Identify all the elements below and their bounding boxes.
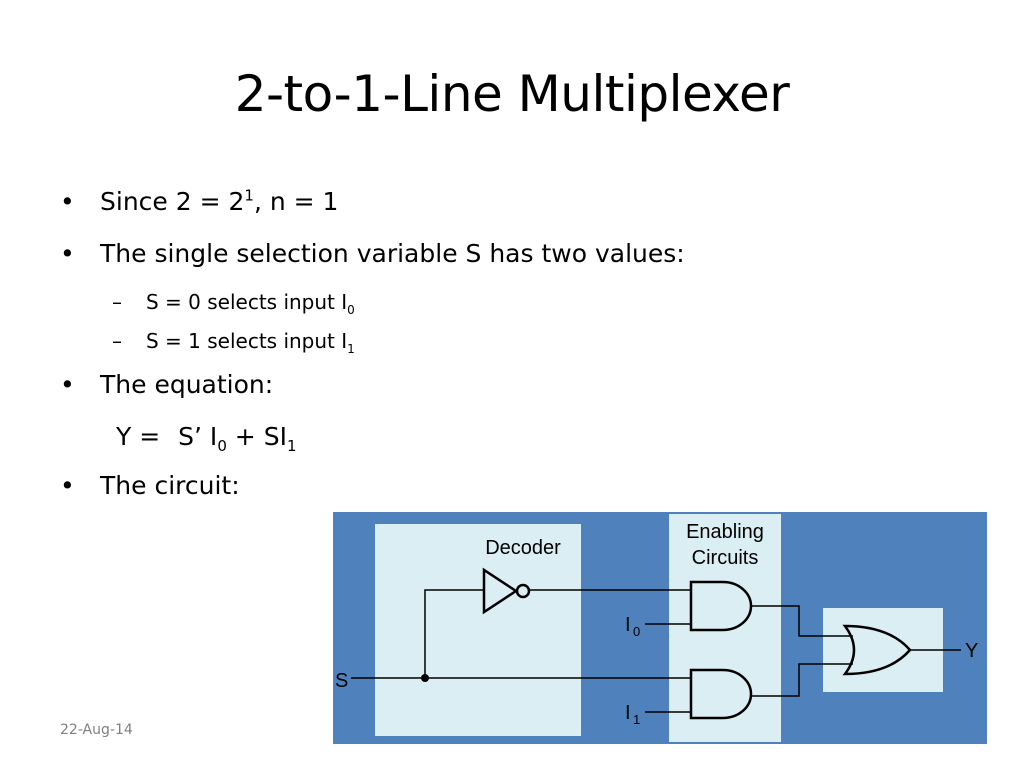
output-y-label: Y — [965, 640, 978, 662]
enabling-circuits-panel — [669, 514, 781, 742]
subscript: 0 — [217, 437, 227, 455]
or-gate — [842, 624, 912, 676]
logic-gates — [482, 567, 912, 720]
input-i0-label: I — [625, 614, 631, 636]
decoder-label: Decoder — [485, 537, 561, 559]
bullet-marker: • — [60, 239, 75, 268]
bullet-marker: • — [60, 471, 75, 500]
bullet-since-tail: , n = 1 — [253, 187, 339, 216]
equation-lhs: Y = — [116, 422, 161, 451]
and-gate-1 — [689, 668, 753, 720]
junction-dot — [421, 674, 429, 682]
sub-bullet-s0-text: S = 0 selects input I — [146, 290, 348, 314]
inverter-bubble — [515, 583, 531, 599]
input-i1-label: I — [625, 702, 631, 724]
bullet-since-text: Since 2 = 2 — [100, 187, 245, 216]
bullet-circuit-text: The circuit: — [100, 471, 240, 500]
enabling-label-line1: Enabling — [686, 521, 764, 543]
circuit-wires — [351, 589, 961, 713]
input-i0-subscript: 0 — [633, 624, 640, 639]
exponent: 1 — [244, 186, 254, 205]
equation-term-1: S’ I — [178, 422, 218, 451]
and-gate-0 — [689, 580, 753, 632]
subscript: 1 — [347, 342, 355, 356]
bullet-marker: • — [60, 187, 75, 216]
input-i1-subscript: 1 — [633, 712, 640, 727]
sub-bullet-s1-text: S = 1 selects input I — [146, 329, 348, 353]
dash-marker: – — [112, 290, 122, 314]
equation-term-2: + SI — [226, 422, 287, 451]
multiplexer-circuit-diagram: Decoder Enabling Circuits S I 0 I 1 Y — [333, 512, 987, 744]
input-s-label: S — [335, 670, 348, 692]
and0-output-wire — [751, 605, 853, 637]
inverter-input-wire — [424, 589, 484, 678]
slide-date: 22-Aug-14 — [60, 722, 133, 738]
bullet-equation-text: The equation: — [100, 370, 274, 399]
enabling-label-line2: Circuits — [692, 547, 759, 569]
slide-title: 2-to-1-Line Multiplexer — [234, 65, 790, 123]
and1-output-wire — [751, 663, 853, 697]
bullet-selection-text: The single selection variable S has two … — [100, 239, 685, 268]
decoder-panel — [375, 524, 581, 736]
subscript: 1 — [286, 437, 297, 455]
bullet-marker: • — [60, 370, 75, 399]
subscript: 0 — [347, 303, 355, 317]
dash-marker: – — [112, 329, 122, 353]
inverter-gate — [482, 567, 519, 615]
